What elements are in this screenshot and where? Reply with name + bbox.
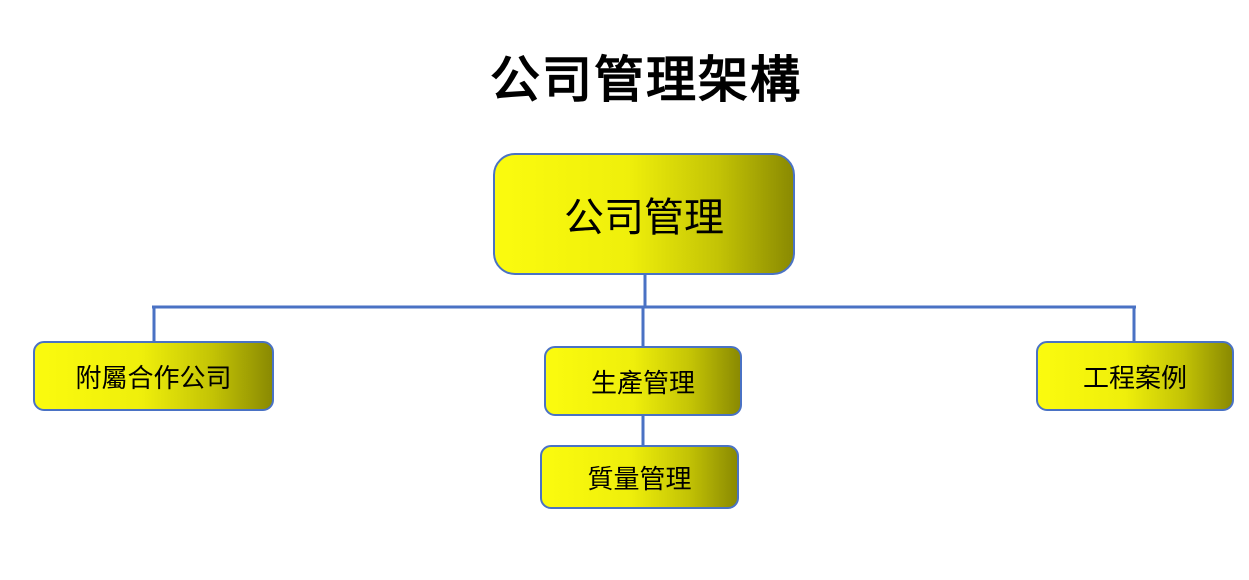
node-affiliated-companies: 附屬合作公司 xyxy=(33,341,274,411)
node-production-management-label: 生產管理 xyxy=(590,368,695,399)
diagram-title: 公司管理架構 xyxy=(490,51,802,109)
node-quality-management-label: 質量管理 xyxy=(587,464,692,495)
node-company-management-label: 公司管理 xyxy=(564,195,724,241)
node-quality-management: 質量管理 xyxy=(540,445,739,509)
node-company-management: 公司管理 xyxy=(493,153,795,275)
node-project-cases-label: 工程案例 xyxy=(1082,363,1187,394)
node-affiliated-companies-label: 附屬合作公司 xyxy=(75,363,232,394)
node-production-management: 生產管理 xyxy=(544,346,742,416)
node-project-cases: 工程案例 xyxy=(1036,341,1234,411)
